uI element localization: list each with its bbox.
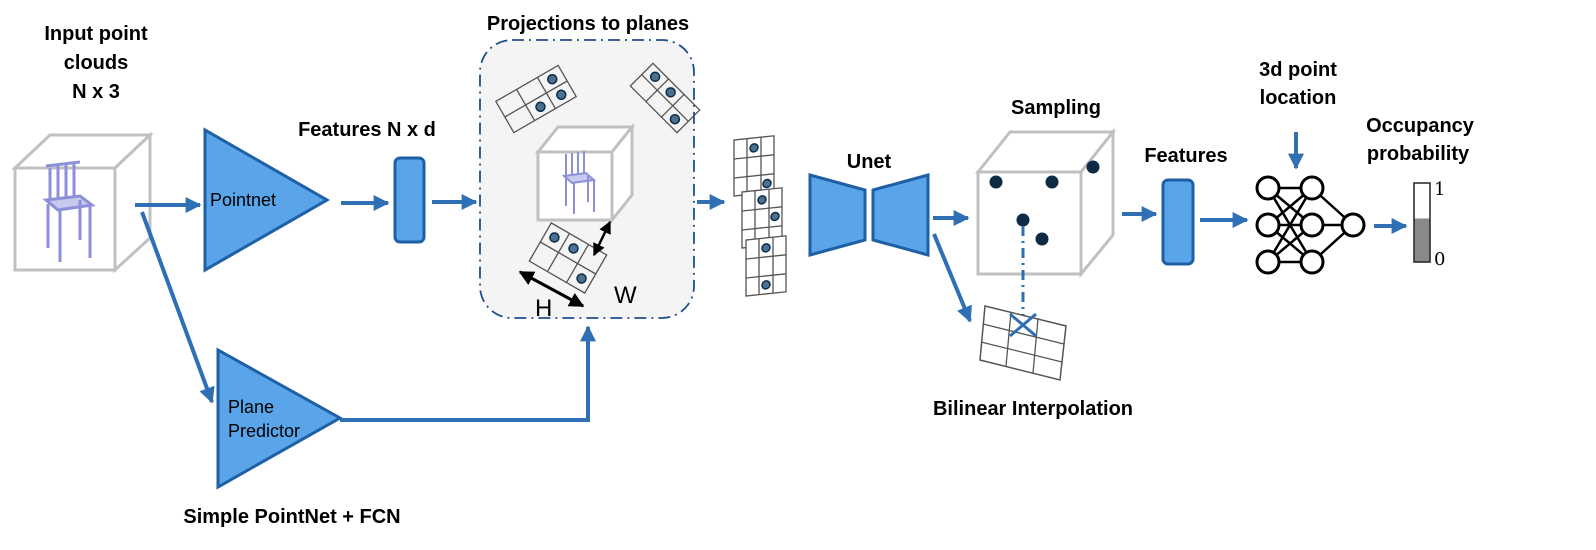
w-label: W	[614, 282, 637, 309]
sampling-cube	[974, 127, 1117, 279]
plane-predictor-label-line2: Predictor	[228, 421, 300, 441]
occupancy-meter	[1413, 182, 1431, 263]
plane-predictor-label-line1: Plane	[228, 397, 274, 417]
simple-pointnet-label: Simple PointNet + FCN	[183, 506, 400, 528]
occupancy-line2: probability	[1367, 143, 1470, 165]
flow-arrows	[135, 194, 1408, 422]
sampling-label: Sampling	[1011, 97, 1101, 119]
point-location-line2: location	[1260, 87, 1337, 109]
projections-title: Projections to planes	[487, 13, 689, 35]
features-nd-label: Features N x d	[298, 119, 436, 141]
bilinear-grid	[979, 305, 1067, 381]
arrow-predictor-to-projections	[340, 325, 596, 422]
input-title: Input point clouds N x 3	[44, 23, 148, 103]
projection-plane-yz	[629, 62, 701, 134]
projection-plane-xy	[494, 64, 578, 134]
h-label: H	[535, 295, 552, 322]
neural-network-icon	[1255, 175, 1366, 275]
occupancy-scale-bottom: 0	[1434, 249, 1445, 270]
unet-encoder	[808, 173, 867, 257]
input-title-line3: N x 3	[72, 81, 120, 103]
point-location-line1: 3d point	[1259, 59, 1337, 81]
pointnet-label: Pointnet	[210, 190, 276, 210]
occupancy-line1: Occupancy	[1366, 115, 1475, 137]
w-dimension-arrow	[592, 220, 612, 257]
input-point-cloud-cube	[11, 131, 154, 274]
input-title-line1: Input point	[44, 23, 148, 45]
unet-decoder	[871, 173, 930, 257]
bilinear-label: Bilinear Interpolation	[933, 398, 1133, 420]
arrow-unet-to-bilinear	[932, 233, 972, 323]
plane-predictor-block	[216, 347, 344, 490]
projection-cube	[534, 122, 636, 225]
arrow-input-to-predictor	[140, 211, 215, 404]
features-nd-block	[393, 156, 426, 244]
feature-planes-stack	[733, 135, 787, 297]
features-label: Features	[1144, 145, 1227, 167]
unet-label: Unet	[847, 151, 892, 173]
chair-icon	[42, 160, 96, 262]
pointnet-block	[203, 127, 331, 273]
h-dimension-arrow	[518, 270, 585, 308]
input-title-line2: clouds	[64, 52, 128, 74]
chair-icon	[561, 151, 597, 214]
occupancy-scale-top: 1	[1434, 179, 1445, 200]
features-block	[1161, 178, 1195, 266]
